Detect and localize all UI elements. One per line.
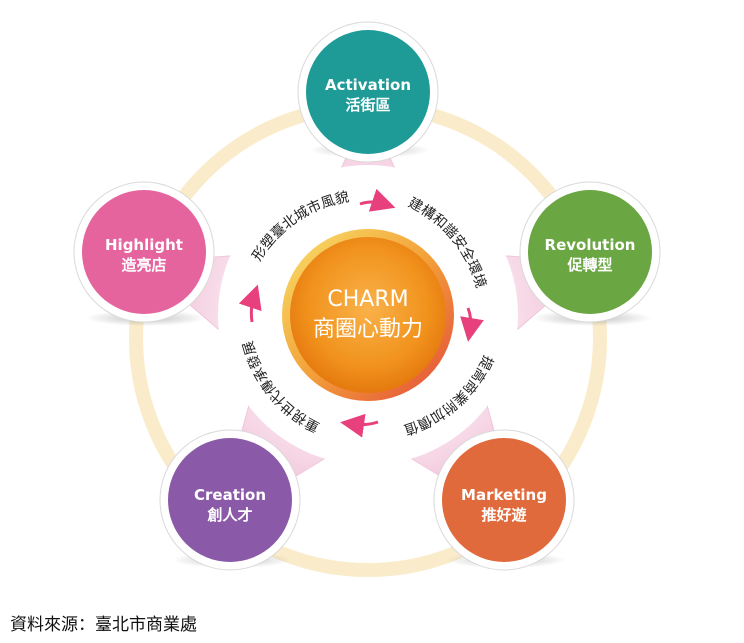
node-revolution-en: Revolution [545, 236, 636, 254]
node-activation-circle [306, 30, 430, 154]
source-caption: 資料來源：臺北市商業處 [10, 615, 197, 635]
node-creation-zh: 創人才 [206, 506, 252, 524]
node-marketing-circle [442, 438, 566, 562]
node-marketing-zh: 推好遊 [481, 506, 526, 524]
node-activation: Activation 活街區 [297, 21, 439, 163]
arrow-right [460, 307, 484, 342]
node-highlight-en: Highlight [105, 236, 183, 254]
node-creation: Creation 創人才 [159, 429, 301, 571]
node-revolution-zh: 促轉型 [566, 256, 612, 274]
node-marketing: Marketing 推好遊 [433, 429, 575, 571]
node-highlight: Highlight 造亮店 [73, 181, 215, 326]
node-highlight-zh: 造亮店 [121, 256, 166, 274]
node-activation-en: Activation [325, 76, 411, 94]
arrow-left [238, 284, 262, 323]
arrow-top [359, 188, 396, 212]
cycle-arrows [238, 188, 484, 438]
node-creation-circle [168, 438, 292, 562]
node-activation-zh: 活街區 [345, 96, 390, 114]
center-title: CHARM [327, 287, 408, 312]
center-subtitle: 商圈心動力 [313, 317, 423, 342]
node-creation-en: Creation [194, 486, 266, 504]
arrow-bottom [340, 413, 379, 438]
node-revolution: Revolution 促轉型 [519, 181, 661, 326]
center-circle [290, 237, 446, 393]
node-highlight-circle [82, 190, 206, 314]
node-marketing-en: Marketing [461, 486, 547, 504]
node-revolution-circle [528, 190, 652, 314]
